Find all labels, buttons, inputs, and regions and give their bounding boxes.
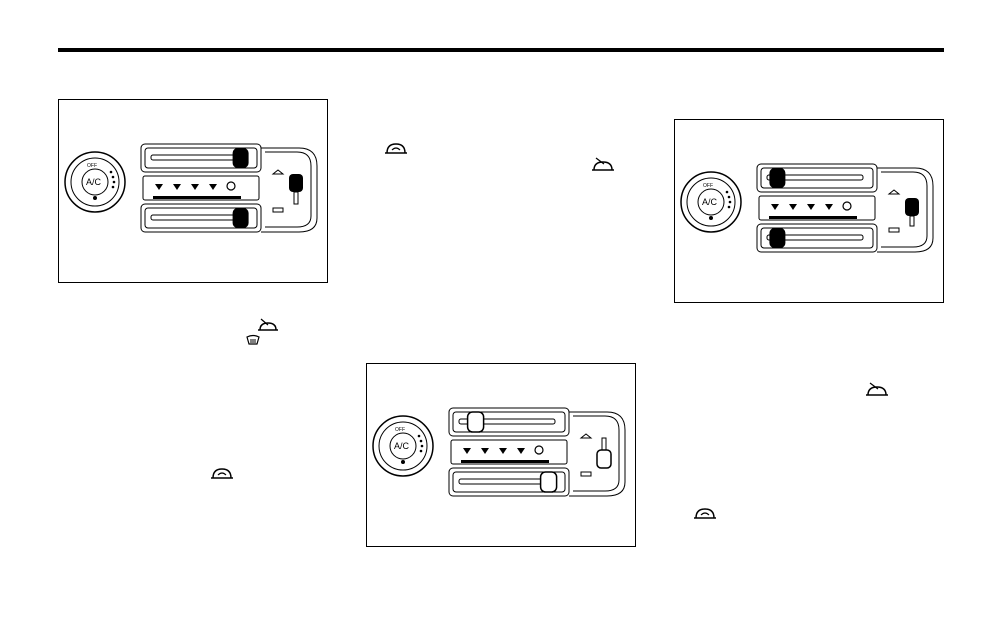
fan-speed-slider-track [766,228,864,248]
fan-knob: A/C OFF [64,151,126,213]
control-frame [448,407,626,497]
fan-speed-lever[interactable] [232,208,249,228]
temperature-lever[interactable] [232,148,249,168]
air-intake-lever [887,189,919,233]
fan-knob: A/C OFF [680,171,742,233]
fan-speed-slider-track [458,471,558,493]
off-label: OFF [703,183,713,189]
climate-panel-drawing: A/C OFF [680,163,934,253]
temperature-lever[interactable] [769,168,786,188]
fresh-air-icon [866,382,888,396]
mode-icons [461,445,549,463]
climate-panel-figure-3: A/C OFF [674,119,944,303]
ac-label: A/C [86,177,102,187]
temperature-lever[interactable] [466,411,485,433]
control-frame [140,143,318,233]
climate-panel-drawing: A/C OFF [372,407,626,497]
mode-icons [769,201,857,219]
recirculation-icon [211,468,233,479]
control-frame [756,163,934,253]
off-label: OFF [87,163,97,169]
temperature-slider-track [150,148,249,168]
mode-icons [153,181,241,199]
air-intake-lever [271,169,303,213]
temperature-slider-track [458,411,556,433]
header-rule [58,48,944,52]
off-label: OFF [395,427,405,433]
fan-knob: A/C OFF [372,415,434,477]
temperature-slider-track [766,168,864,188]
ac-label: A/C [394,441,410,451]
air-intake-lever [579,433,612,477]
fan-speed-lever[interactable] [769,228,786,248]
climate-panel-drawing: A/C OFF [64,143,318,233]
fan-speed-lever[interactable] [539,471,558,493]
fresh-air-icon [258,318,278,331]
fan-speed-slider-track [150,208,249,228]
defrost-icon [246,334,260,345]
fresh-air-icon [592,157,614,171]
climate-panel-figure-2: A/C OFF [366,363,636,547]
ac-label: A/C [702,197,718,207]
climate-panel-figure-1: A/C OFF [58,99,328,283]
recirculation-icon [694,508,716,519]
recirculation-icon [385,143,407,154]
